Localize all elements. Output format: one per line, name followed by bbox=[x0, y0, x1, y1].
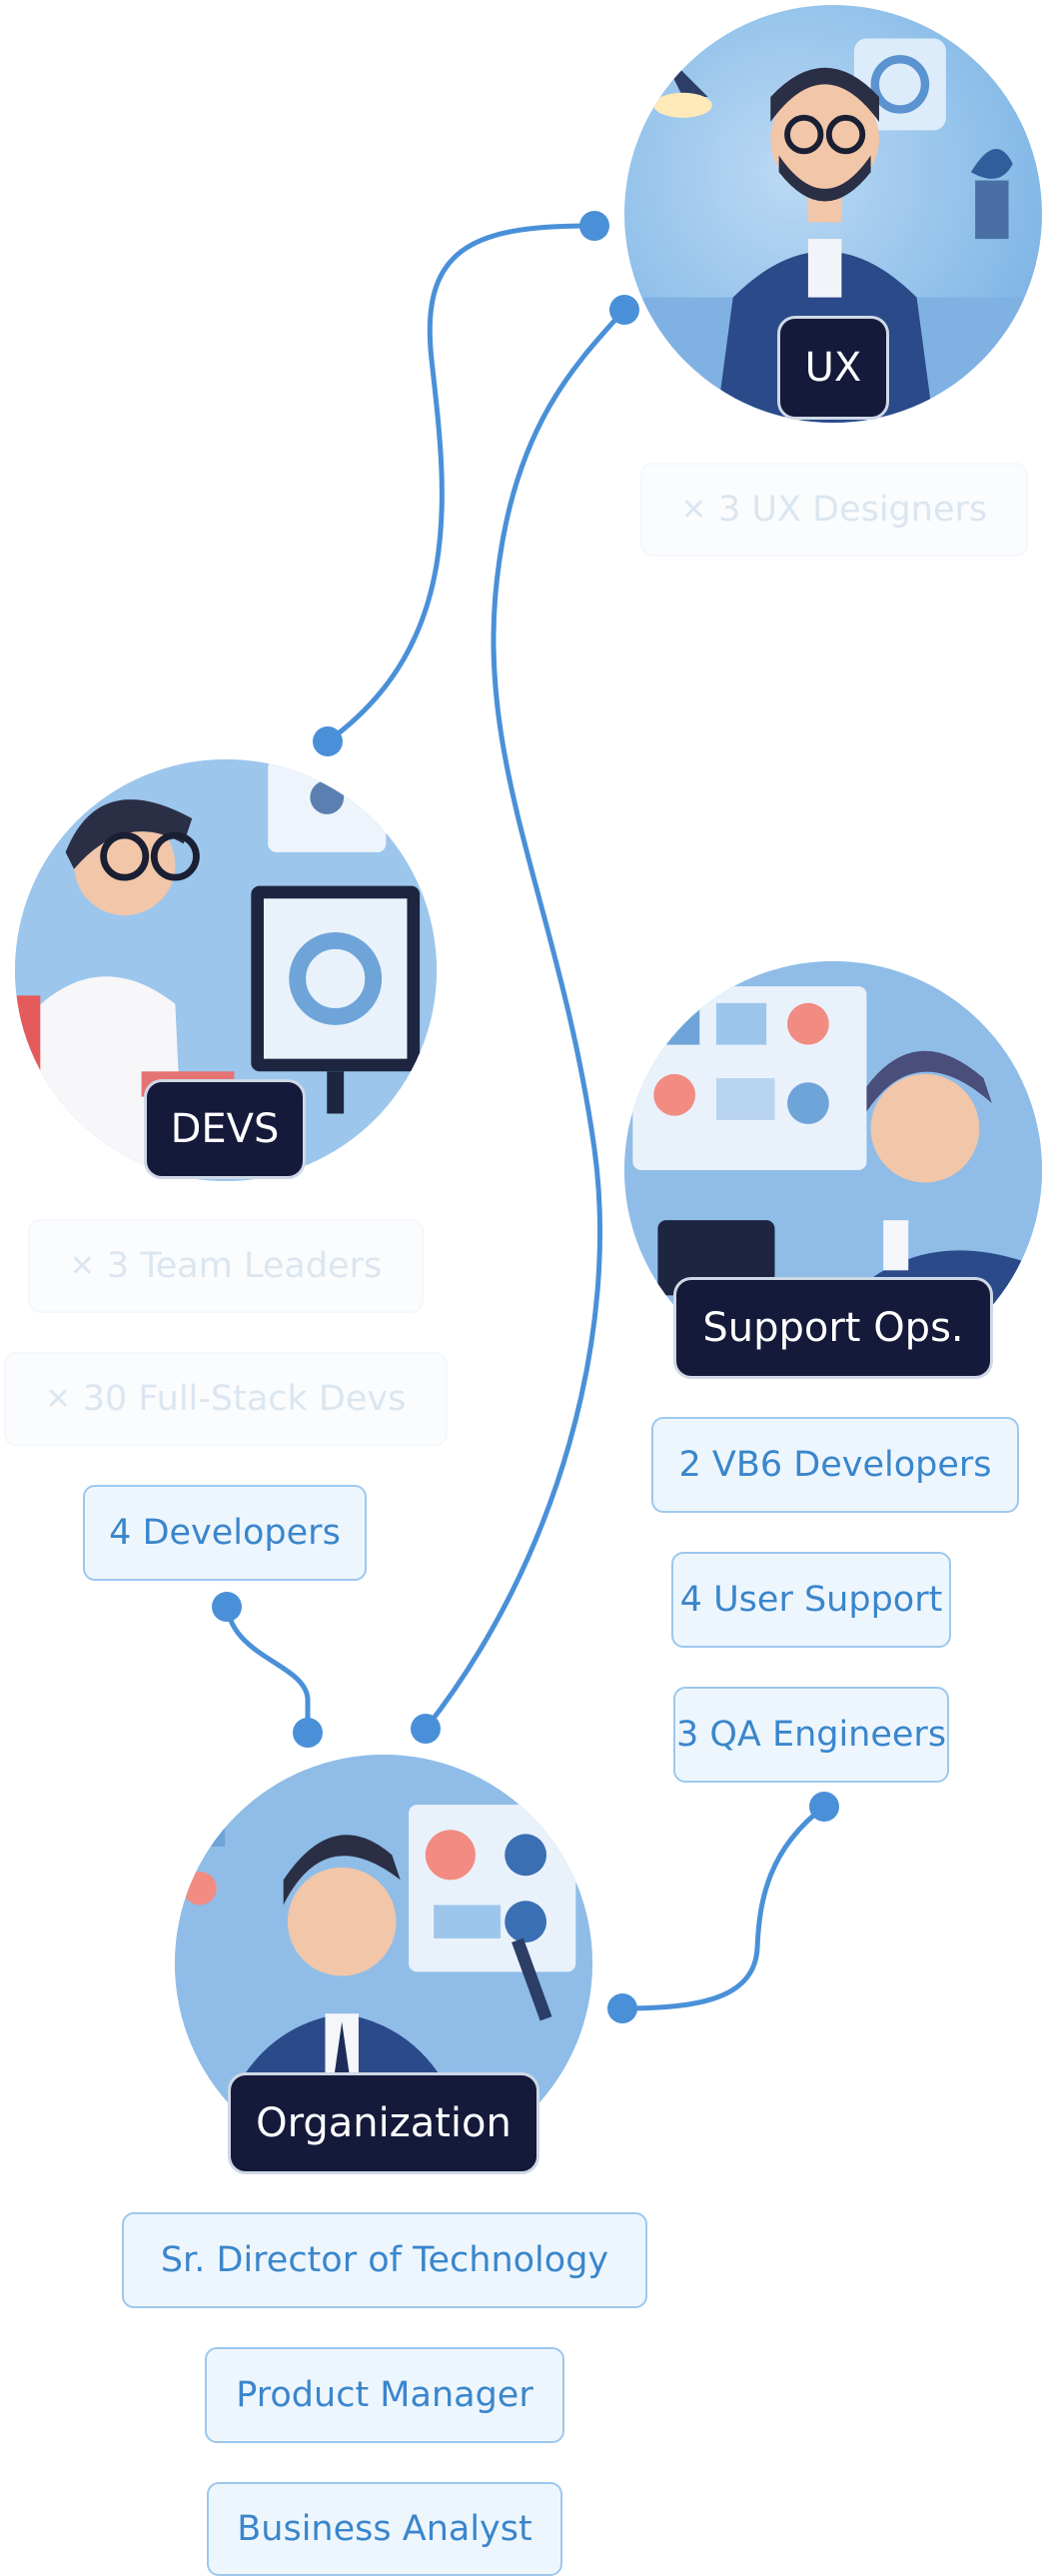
code-icon: ✕ bbox=[69, 1248, 95, 1284]
code-icon: ✕ bbox=[680, 492, 706, 528]
support-item-0: 2 VB6 Developers bbox=[651, 1417, 1019, 1513]
organization-item-2: Business Analyst bbox=[207, 2482, 562, 2576]
devs-item-text: 3 Team Leaders bbox=[106, 1246, 383, 1286]
connector-support-to-org bbox=[619, 1804, 827, 2011]
devs-badge: DEVS bbox=[144, 1079, 306, 1179]
connector-devs-to-org bbox=[224, 1604, 311, 1736]
organization-item-1: Product Manager bbox=[205, 2347, 564, 2443]
connector-dot bbox=[212, 1592, 242, 1622]
organization-badge: Organization bbox=[228, 2072, 539, 2174]
connector-dot bbox=[313, 726, 343, 756]
ux-badge: UX bbox=[777, 316, 889, 420]
support-item-text: 2 VB6 Developers bbox=[678, 1445, 992, 1485]
connector-dot bbox=[607, 1993, 637, 2023]
connector-dot bbox=[293, 1718, 323, 1748]
support-item-text: 3 QA Engineers bbox=[675, 1715, 947, 1755]
code-icon: ✕ bbox=[45, 1381, 71, 1417]
connector-org-to-ux bbox=[423, 307, 627, 1732]
support-badge: Support Ops. bbox=[673, 1277, 993, 1379]
devs-item-1: ✕ 30 Full-Stack Devs bbox=[4, 1352, 448, 1446]
organization-item-text: Sr. Director of Technology bbox=[160, 2240, 609, 2280]
connector-devs-to-ux bbox=[325, 223, 597, 744]
ux-item-0: ✕ 3 UX Designers bbox=[640, 463, 1028, 557]
support-item-text: 4 User Support bbox=[679, 1580, 943, 1620]
devs-item-0: ✕ 3 Team Leaders bbox=[28, 1219, 424, 1313]
connector-dot bbox=[809, 1792, 839, 1822]
connector-dot bbox=[411, 1714, 441, 1744]
support-item-1: 4 User Support bbox=[671, 1552, 951, 1648]
connector-dot bbox=[579, 211, 609, 241]
organization-item-text: Business Analyst bbox=[237, 2509, 532, 2549]
devs-item-text: 4 Developers bbox=[109, 1513, 341, 1553]
support-item-2: 3 QA Engineers bbox=[673, 1687, 949, 1783]
organization-item-text: Product Manager bbox=[236, 2375, 533, 2415]
devs-item-2: 4 Developers bbox=[83, 1485, 367, 1581]
organization-item-0: Sr. Director of Technology bbox=[122, 2212, 647, 2308]
connector-dot bbox=[609, 295, 639, 325]
devs-item-text: 30 Full-Stack Devs bbox=[82, 1379, 407, 1419]
ux-item-text: 3 UX Designers bbox=[718, 490, 988, 530]
